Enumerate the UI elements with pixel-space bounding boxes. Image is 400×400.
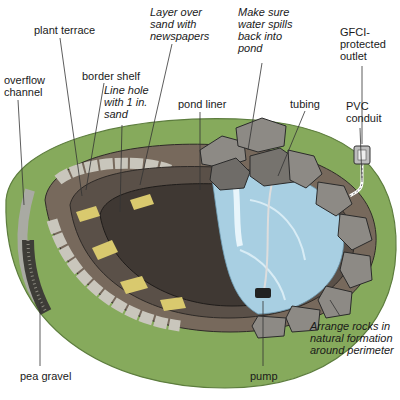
callout-label: pump <box>250 370 290 382</box>
callout-label: Arrange rocks in natural formation aroun… <box>310 320 396 356</box>
sand-strip <box>92 240 118 260</box>
rock <box>210 158 250 190</box>
leader-line <box>86 83 104 190</box>
callout-label: Make sure water spills back into pond <box>238 6 302 54</box>
callout-label: overflow channel <box>4 74 54 98</box>
leader-lines <box>18 38 362 366</box>
gfci-outlet <box>358 150 366 160</box>
pea-gravel <box>28 240 46 312</box>
rock <box>316 182 352 216</box>
rock <box>252 316 286 338</box>
callout-label: tubing <box>290 98 334 110</box>
callout-label: Line hole with 1 in. sand <box>104 84 158 120</box>
pump <box>255 288 271 298</box>
pvc-conduit <box>350 164 362 196</box>
lawn <box>6 119 396 388</box>
pump-and-tubing <box>255 168 276 298</box>
callout-label: border shelf <box>82 70 152 82</box>
leader-line <box>263 301 264 366</box>
callout-label: pond liner <box>178 98 238 110</box>
sand-strip <box>160 297 186 311</box>
leader-line <box>330 300 340 316</box>
pvc-conduit <box>350 164 362 196</box>
sand-strip <box>76 206 100 222</box>
callout-label: GFCI-protected outlet <box>340 26 396 62</box>
plant-terrace <box>70 167 354 318</box>
waterfall <box>236 188 240 246</box>
callout-label: plant terrace <box>34 24 114 36</box>
leader-line <box>360 128 362 180</box>
rock <box>288 150 322 188</box>
leader-line <box>120 125 122 212</box>
lawn <box>6 119 396 388</box>
callout-label: PVC conduit <box>346 100 392 124</box>
sand-strip <box>120 276 148 294</box>
leader-line <box>248 63 262 150</box>
rock <box>318 286 352 318</box>
plant-terrace <box>45 144 376 332</box>
tubing <box>264 168 276 290</box>
leader-line <box>40 300 41 366</box>
leader-line <box>60 38 82 196</box>
overflow-channel <box>22 190 46 312</box>
rock <box>340 252 372 288</box>
leader-line <box>140 44 172 185</box>
sand-strip <box>130 194 154 210</box>
rocks <box>200 118 372 338</box>
leader-line <box>278 111 305 176</box>
pea-gravel <box>28 240 46 312</box>
callout-label: pea gravel <box>20 370 90 382</box>
pond-hole <box>45 144 376 332</box>
gfci-outlet <box>354 146 370 164</box>
leader-line <box>18 100 24 205</box>
rock <box>338 214 372 250</box>
rock <box>236 118 286 152</box>
callout-label: Layer over sand with newspapers <box>150 6 214 42</box>
outlet <box>350 146 370 196</box>
leader-line <box>200 112 201 190</box>
water-ripple <box>240 200 305 300</box>
